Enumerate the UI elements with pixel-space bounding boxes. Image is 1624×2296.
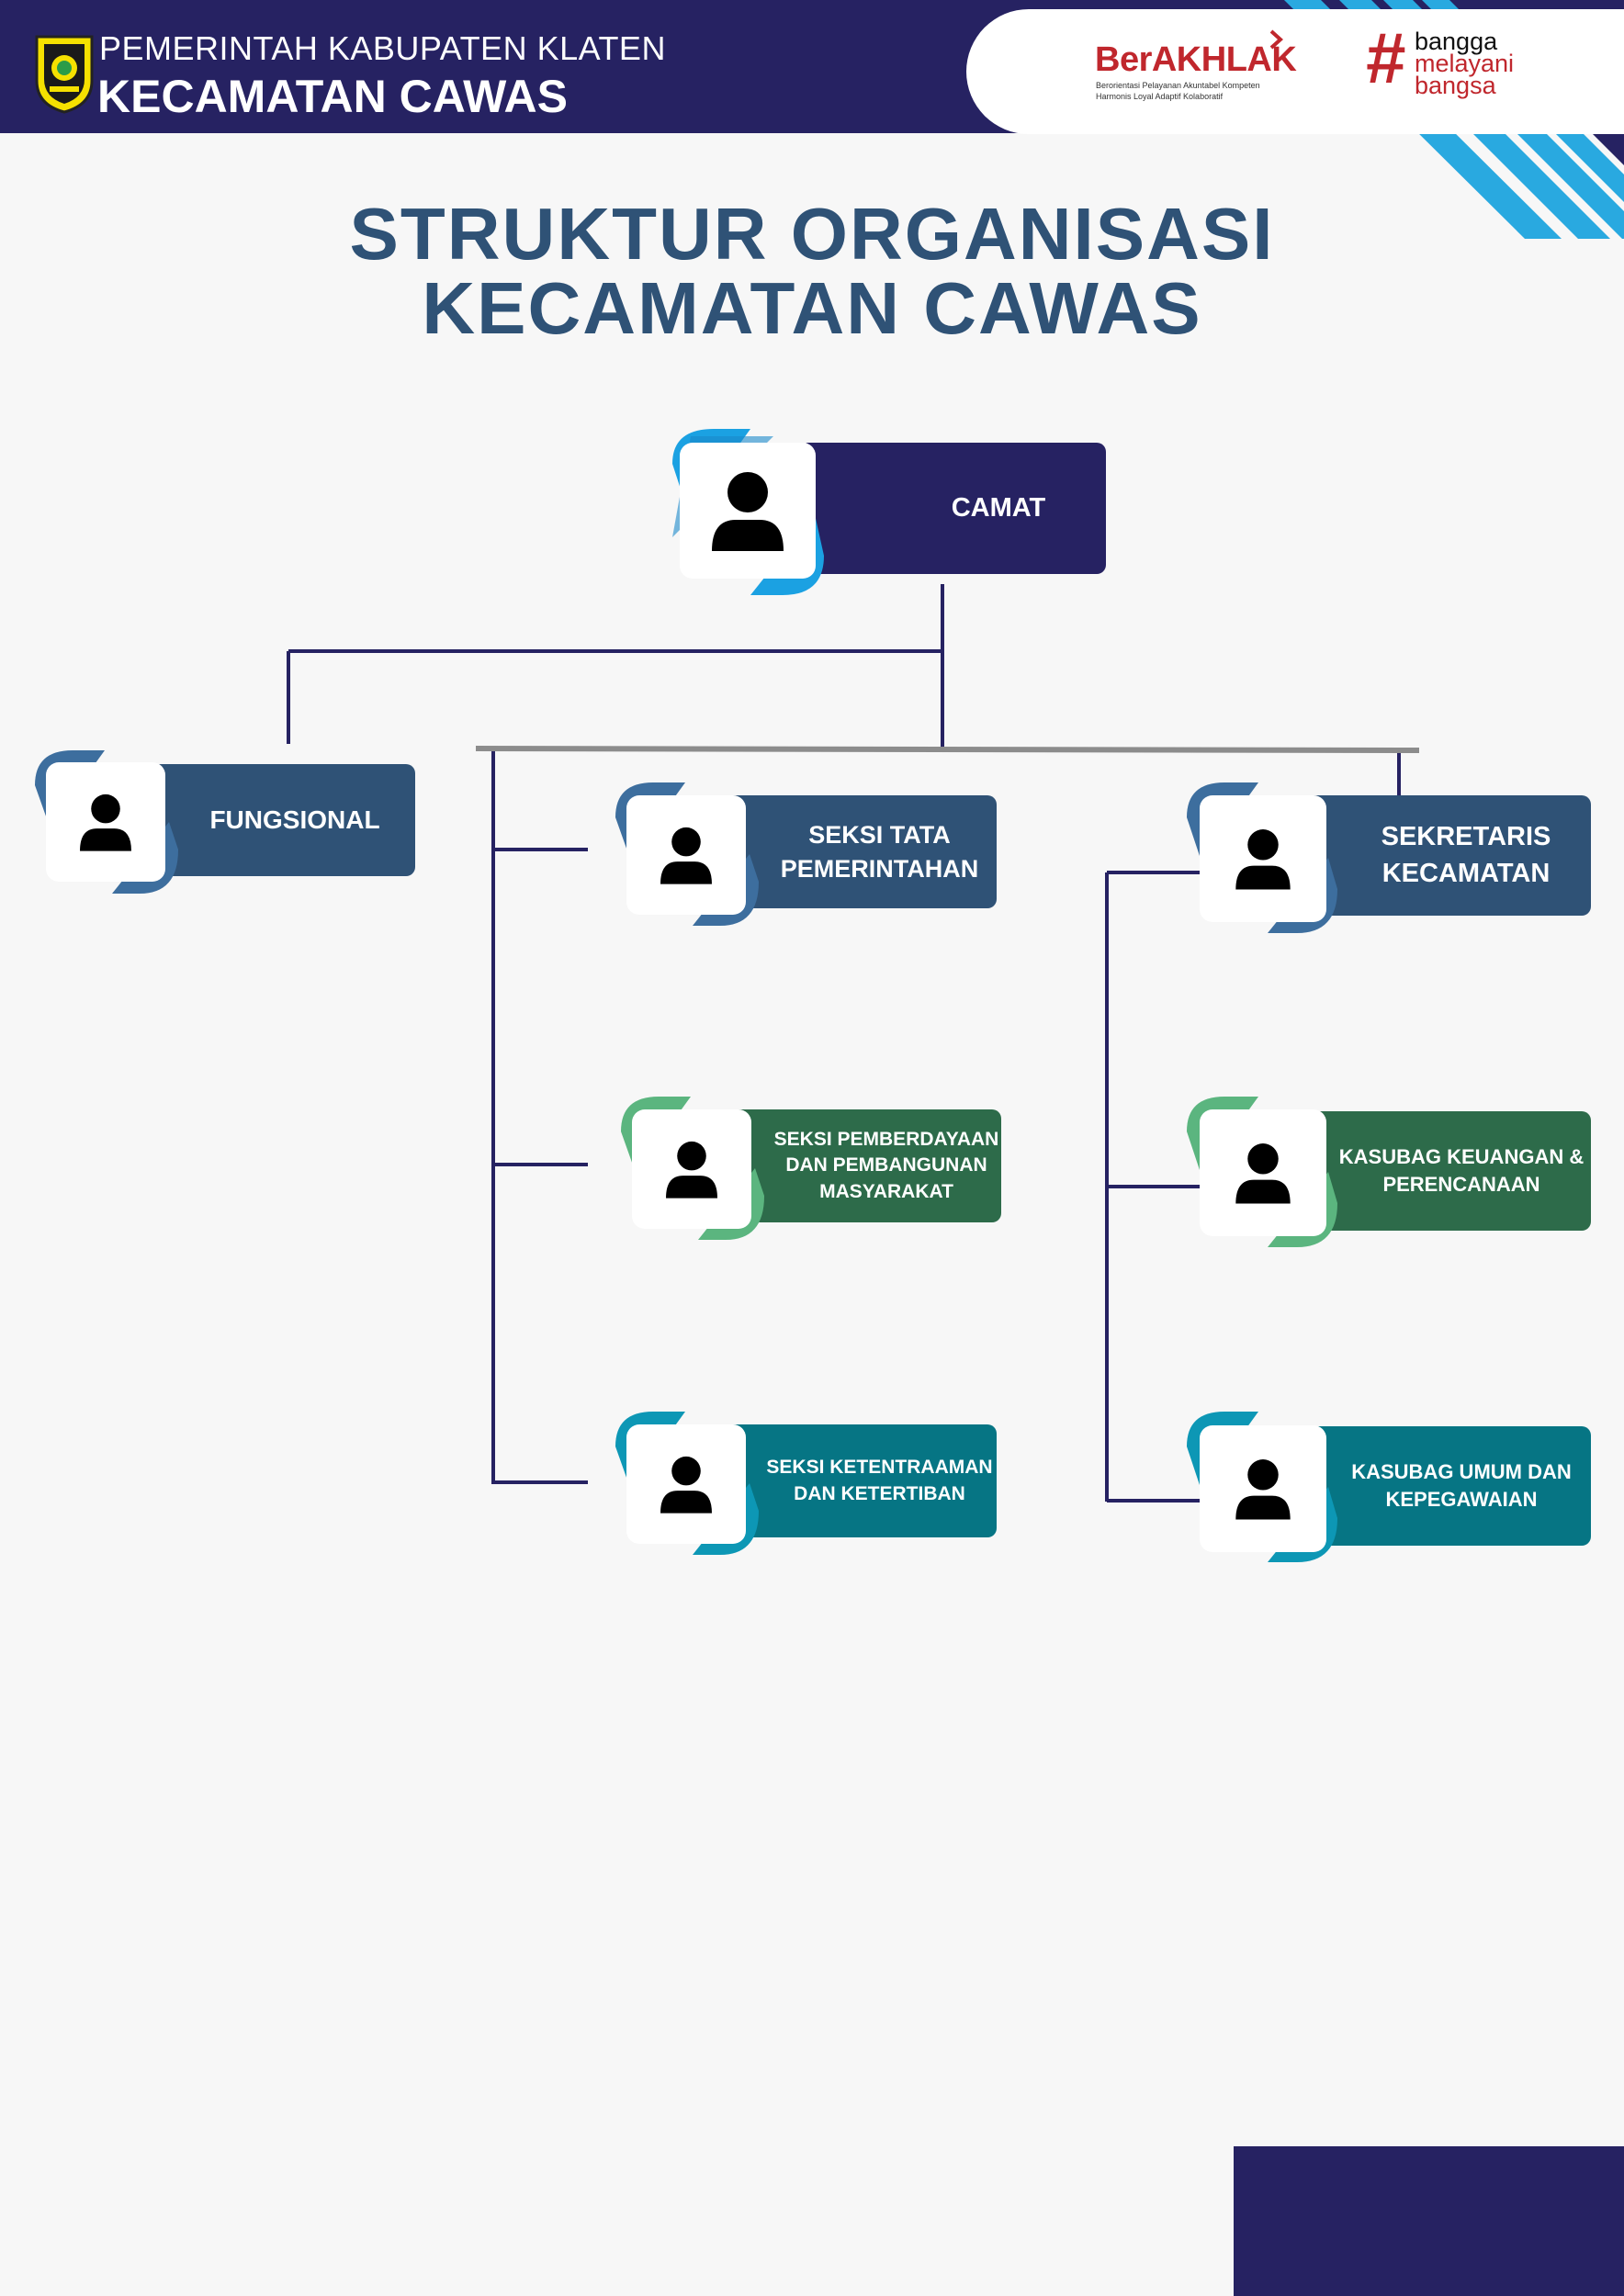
- person-icon: [1235, 1143, 1291, 1204]
- fungsional-label: FUNGSIONAL: [209, 805, 380, 835]
- district-name: KECAMATAN CAWAS: [97, 71, 569, 122]
- berakhlak-logo: BerAKHLAK: [1095, 40, 1297, 79]
- seksi-tapem-label: SEKSI TATA PEMERINTAHAN: [780, 821, 979, 883]
- page-title-line-2: KECAMATAN CAWAS: [422, 267, 1202, 349]
- kasubag-umum-label: KASUBAG UMUM DAN KEPEGAWAIAN: [1351, 1460, 1572, 1511]
- seksi-trantib-label: SEKSI KETENTRAAMAN DAN KETERTIBAN: [766, 1457, 993, 1504]
- kasubag-keu-label: KASUBAG KEUANGAN & PERENCANAAN: [1338, 1145, 1585, 1196]
- person-icon: [1235, 829, 1291, 890]
- camat-box: CAMAT: [799, 443, 1106, 574]
- avatar: [1200, 795, 1326, 922]
- berakhlak-tagline-1: Berorientasi Pelayanan Akuntabel Kompete…: [1096, 81, 1260, 90]
- avatar: [632, 1109, 751, 1229]
- camat-label: CAMAT: [951, 492, 1046, 523]
- footer-block: [1234, 2146, 1624, 2296]
- person-icon: [80, 793, 131, 851]
- person-icon: [660, 1456, 712, 1514]
- bangga-word-2: melayani: [1415, 50, 1515, 77]
- seksi-pmd-label: SEKSI PEMBERDAYAAN DAN PEMBANGUNAN MASYA…: [773, 1128, 999, 1202]
- berakhlak-tagline-2: Harmonis Loyal Adaptif Kolaboratif: [1096, 92, 1224, 101]
- avatar: [626, 1424, 746, 1544]
- page-title-line-1: STRUKTUR ORGANISASI: [349, 193, 1275, 275]
- avatar: [626, 795, 746, 915]
- person-icon: [660, 827, 712, 884]
- person-icon: [666, 1141, 717, 1199]
- chevron-right-icon: [1269, 29, 1283, 50]
- bangga-word-1: bangga: [1415, 28, 1498, 55]
- regency-crest-icon: [35, 35, 94, 114]
- avatar: [1200, 1109, 1326, 1236]
- regency-name: PEMERINTAH KABUPATEN KLATEN: [99, 29, 666, 67]
- person-icon: [712, 472, 784, 551]
- logo-panel: [966, 9, 1624, 134]
- avatar: [680, 443, 816, 579]
- avatar: [1200, 1425, 1326, 1552]
- hashtag-icon: #: [1365, 17, 1405, 98]
- person-icon: [1235, 1459, 1291, 1520]
- sekcam-label: SEKRETARIS KECAMATAN: [1381, 822, 1551, 888]
- avatar: [46, 762, 165, 882]
- bangga-word-3: bangsa: [1415, 72, 1496, 99]
